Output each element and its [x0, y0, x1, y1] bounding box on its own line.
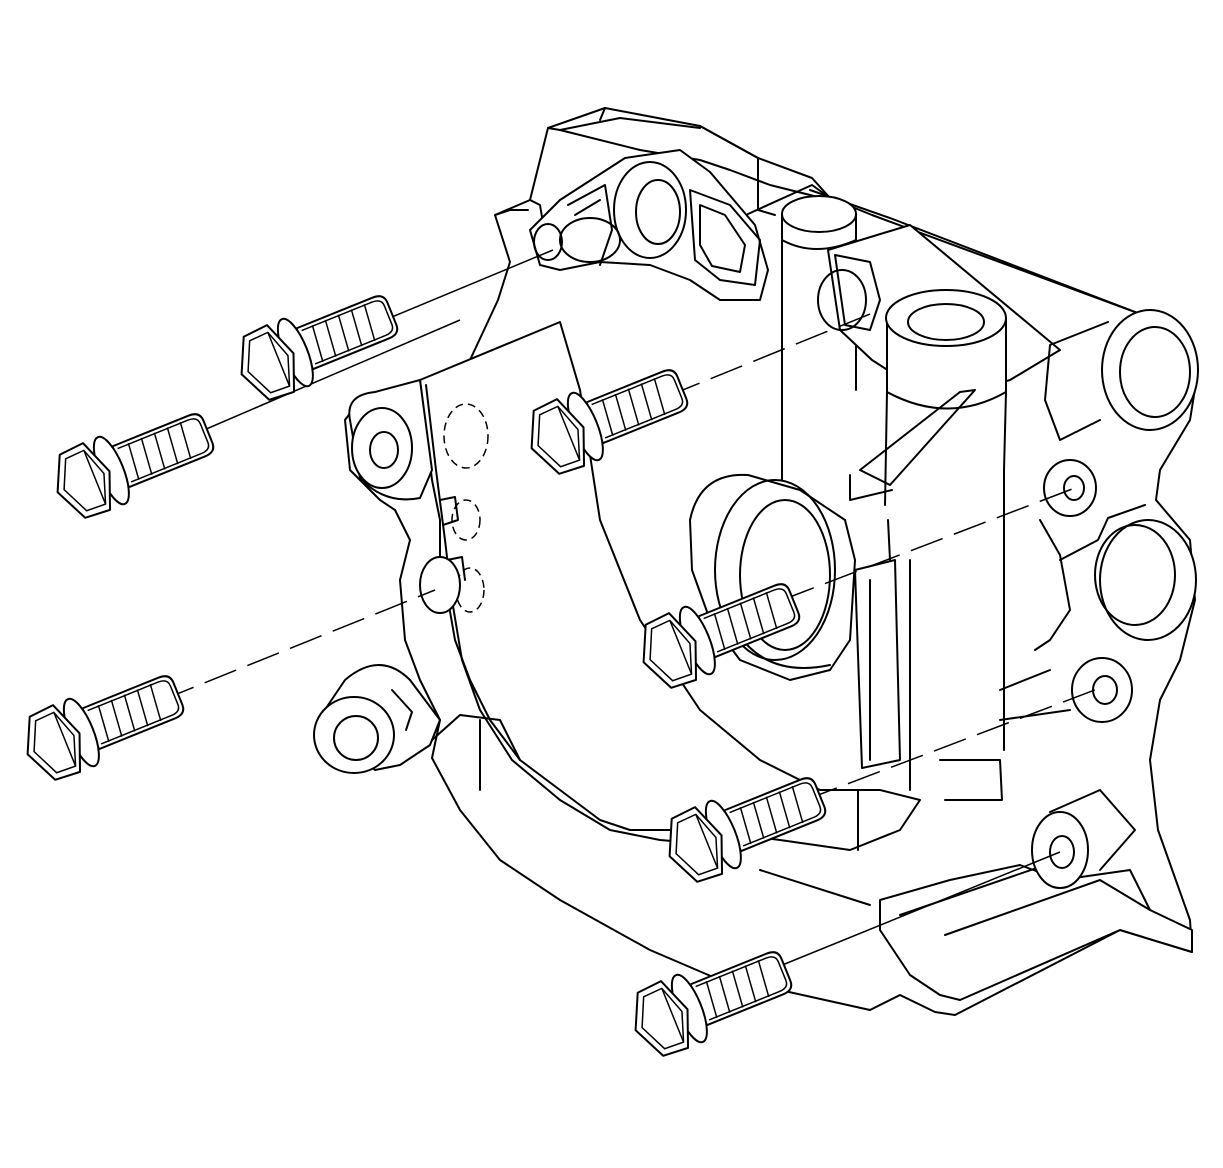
bolt-upper-left	[227, 279, 407, 409]
bolt-far-left-upper	[43, 397, 223, 527]
bolt-far-left-lower	[13, 659, 193, 789]
alignment-lines	[161, 249, 1101, 971]
engine-front-cover-housing	[313, 107, 1199, 1016]
